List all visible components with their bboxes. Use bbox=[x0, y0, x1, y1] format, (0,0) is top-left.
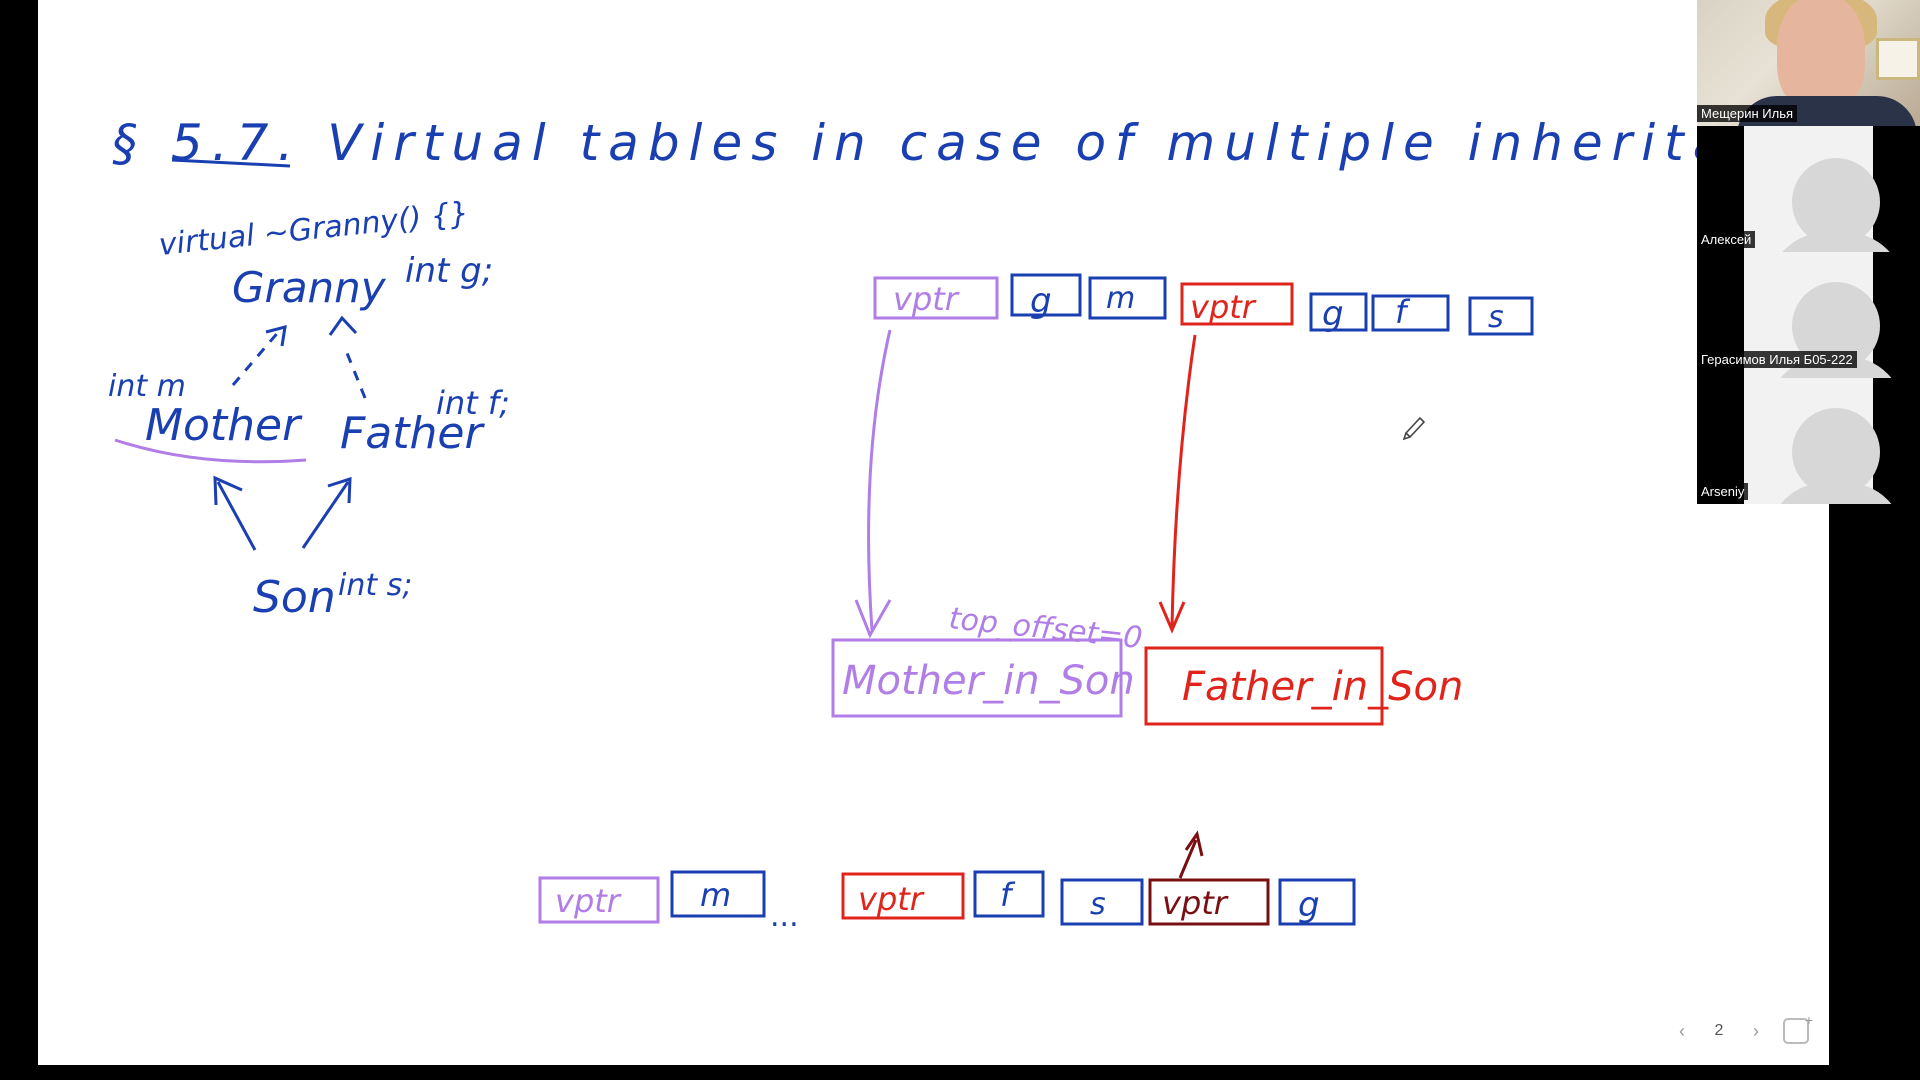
participant-name: Arseniy bbox=[1697, 483, 1749, 500]
bottom-ellipsis: ... bbox=[770, 899, 799, 934]
title-text: § 5.7. Virtual tables in case of multipl… bbox=[112, 114, 1874, 172]
pen-cursor-icon bbox=[1402, 416, 1426, 441]
participant-tile[interactable]: Герасимов Илья Б05-222 bbox=[1697, 252, 1920, 378]
chevron-left-icon[interactable]: ‹ bbox=[1679, 1020, 1685, 1041]
son-label: Son bbox=[253, 572, 336, 623]
top-cell-g-2: g bbox=[1322, 294, 1344, 334]
chevron-right-icon[interactable]: › bbox=[1753, 1020, 1759, 1041]
bottom-cell-f: f bbox=[1000, 876, 1016, 914]
mother-in-son-vtable: Mother_in_Son bbox=[842, 658, 1135, 704]
participants-panel: Мещерин Илья Алексей Герасимов Илья Б05-… bbox=[1697, 0, 1920, 504]
participant-name: Алексей bbox=[1697, 231, 1756, 248]
page-number: 2 bbox=[1714, 1022, 1724, 1039]
father-label: Father bbox=[340, 408, 485, 459]
top-cell-g-1: g bbox=[1030, 281, 1052, 321]
granny-label: Granny bbox=[232, 263, 387, 312]
participant-name: Герасимов Илья Б05-222 bbox=[1697, 351, 1857, 368]
top-cell-m: m bbox=[1106, 281, 1135, 316]
mother-member-label: int m bbox=[108, 369, 186, 404]
bottom-cell-vptr-1: vptr bbox=[555, 882, 622, 920]
bottom-layout: vptr m ... vptr f s vptr g bbox=[538, 870, 1356, 934]
top-cell-f: f bbox=[1395, 293, 1411, 331]
bottom-cell-s: s bbox=[1090, 887, 1106, 922]
father-member-label: int f; bbox=[436, 384, 510, 422]
participant-video-tile[interactable]: Мещерин Илья bbox=[1697, 0, 1920, 126]
bottom-cell-vptr-2: vptr bbox=[858, 880, 925, 918]
top-cell-vptr-2: vptr bbox=[1190, 288, 1257, 326]
avatar-placeholder-icon bbox=[1792, 158, 1880, 246]
wall-picture bbox=[1876, 38, 1920, 80]
mother-label: Mother bbox=[145, 400, 303, 451]
son-member-label: int s; bbox=[338, 568, 412, 603]
add-page-icon[interactable]: + bbox=[1783, 1012, 1813, 1044]
top-layout: vptr g m vptr g f s bbox=[873, 273, 1534, 336]
granny-member-label: int g; bbox=[405, 251, 493, 291]
top-offset-label: top_offset=0 bbox=[947, 601, 1144, 656]
avatar-placeholder-icon bbox=[1792, 408, 1880, 496]
bottom-cell-vptr-3: vptr bbox=[1162, 884, 1229, 922]
top-cell-vptr-1: vptr bbox=[893, 280, 960, 318]
bottom-cell-g: g bbox=[1298, 885, 1320, 925]
bottom-cell-m: m bbox=[700, 876, 731, 914]
father-in-son-vtable: Father_in_Son bbox=[1182, 664, 1463, 710]
participant-tile[interactable]: Алексей bbox=[1697, 126, 1920, 252]
participant-tile[interactable]: Arseniy bbox=[1697, 378, 1920, 504]
whiteboard-canvas[interactable] bbox=[38, 0, 1829, 1065]
page-navigation: ‹ 2 › + bbox=[1665, 1012, 1813, 1046]
participant-name: Мещерин Илья bbox=[1697, 105, 1798, 122]
top-cell-s: s bbox=[1488, 300, 1504, 335]
